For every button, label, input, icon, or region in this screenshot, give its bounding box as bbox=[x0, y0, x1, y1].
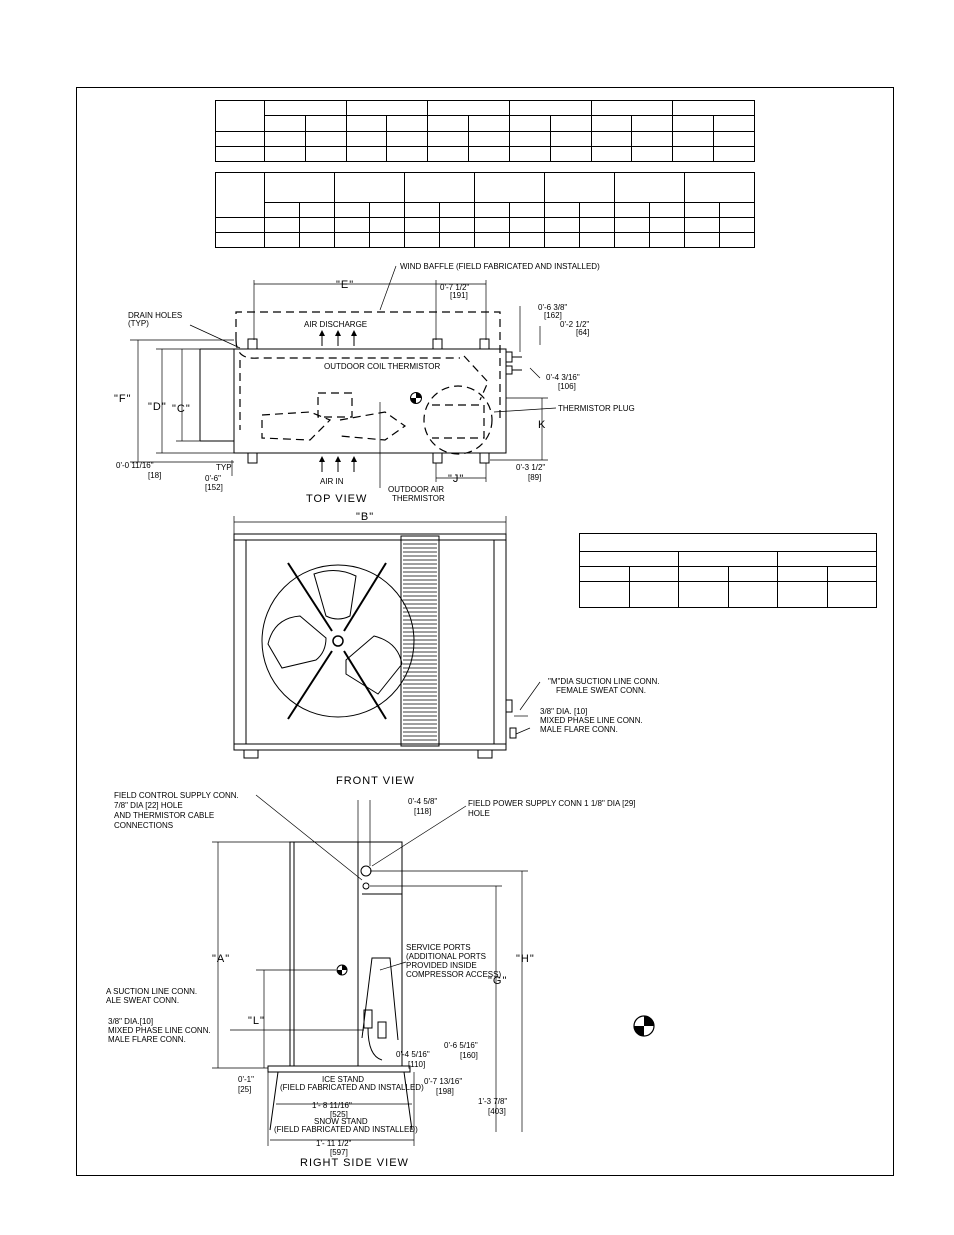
dim-label: 0'-7 13/16" bbox=[424, 1077, 462, 1086]
dim-L-label: "L" bbox=[248, 1015, 265, 1027]
dim-label: 1'-3 7/8" bbox=[478, 1097, 507, 1106]
dim-label-metric: [160] bbox=[460, 1051, 478, 1060]
dim-label: 0'-4 5/8" bbox=[408, 797, 437, 806]
dimension-table-1 bbox=[215, 100, 755, 162]
dim-label: 0'-3 1/2" bbox=[516, 463, 545, 472]
dim-label: 0'-2 1/2" bbox=[560, 320, 589, 329]
dim-label: 0'-7 1/2" bbox=[440, 283, 469, 292]
top-view-title: TOP VIEW bbox=[306, 493, 367, 505]
dim-label-metric: [525] bbox=[330, 1110, 348, 1119]
dim-H-label: "H" bbox=[516, 953, 535, 965]
dim-A-label: "A" bbox=[212, 953, 230, 965]
dim-label-metric: [403] bbox=[488, 1107, 506, 1116]
top-view-fan bbox=[423, 385, 493, 455]
air-discharge-label: AIR DISCHARGE bbox=[304, 320, 367, 329]
outdoor-air-thermistor-label: OUTDOOR AIR bbox=[388, 485, 444, 494]
dim-label: 0'-4 5/16" bbox=[396, 1050, 430, 1059]
dim-label-metric: [597] bbox=[330, 1148, 348, 1157]
drain-holes-label: DRAIN HOLES bbox=[128, 311, 182, 320]
air-in-arrows bbox=[319, 456, 357, 472]
liquid-conn-label: MIXED PHASE LINE CONN. bbox=[540, 716, 643, 725]
dim-label-metric: [118] bbox=[414, 807, 431, 816]
dim-C-label: "C" bbox=[172, 403, 191, 415]
dim-label: 0'-6 3/8" bbox=[538, 303, 567, 312]
dim-label-metric: [191] bbox=[450, 291, 468, 300]
dim-label: 0'-6 5/16" bbox=[444, 1041, 478, 1050]
side-view-title: RIGHT SIDE VIEW bbox=[300, 1157, 409, 1169]
service-ports-label: PROVIDED INSIDE bbox=[406, 961, 477, 970]
wind-baffle-label: WIND BAFFLE (FIELD FABRICATED AND INSTAL… bbox=[400, 262, 600, 271]
dim-label-metric: [106] bbox=[558, 382, 576, 391]
dim-label: 0'-6" bbox=[205, 474, 221, 483]
field-control-label: AND THERMISTOR CABLE bbox=[114, 811, 214, 820]
top-view bbox=[130, 265, 557, 488]
liquid-conn-label: MALE FLARE CONN. bbox=[540, 725, 618, 734]
front-view bbox=[233, 516, 541, 759]
air-discharge-arrows bbox=[319, 330, 357, 346]
typ-label: TYP bbox=[216, 463, 232, 472]
dim-label-metric: [89] bbox=[528, 473, 541, 482]
side-view-cabinet bbox=[289, 841, 403, 1067]
dim-J-label: "J" bbox=[448, 473, 464, 485]
field-power-label: FIELD POWER SUPPLY CONN 1 1/8" DIA [29] bbox=[468, 799, 636, 808]
snow-stand-label: SNOW STAND bbox=[314, 1117, 368, 1126]
suction-conn-label: "M"DIA SUCTION LINE CONN. bbox=[548, 677, 659, 686]
side-liquid-label: MIXED PHASE LINE CONN. bbox=[108, 1026, 211, 1035]
dimension-table-2 bbox=[215, 172, 755, 248]
dim-label: 1'- 8 11/16" bbox=[312, 1101, 352, 1110]
dim-K-label: K bbox=[538, 419, 546, 431]
drain-holes-typ: (TYP) bbox=[128, 319, 149, 328]
dim-label-metric: [198] bbox=[436, 1087, 454, 1096]
field-power-label: HOLE bbox=[468, 809, 490, 818]
dim-label: 0'-1" bbox=[238, 1075, 254, 1084]
liquid-conn-label: 3/8" DIA. [10] bbox=[540, 707, 587, 716]
fan-assembly bbox=[261, 562, 415, 720]
dim-label-metric: [18] bbox=[148, 471, 161, 480]
dim-label-metric: [64] bbox=[576, 328, 589, 337]
field-control-label: FIELD CONTROL SUPPLY CONN. bbox=[114, 791, 239, 800]
side-liquid-label: MALE FLARE CONN. bbox=[108, 1035, 186, 1044]
dim-F-label: "F" bbox=[114, 393, 132, 405]
service-ports-label: COMPRESSOR ACCESS) bbox=[406, 970, 501, 979]
service-ports-label: (ADDITIONAL PORTS bbox=[406, 952, 486, 961]
ice-stand-label: (FIELD FABRICATED AND INSTALLED) bbox=[280, 1083, 424, 1092]
snow-stand-label: (FIELD FABRICATED AND INSTALLED) bbox=[274, 1125, 418, 1134]
side-liquid-label: 3/8" DIA.[10] bbox=[108, 1017, 153, 1026]
outdoor-coil-thermistor-label: OUTDOOR COIL THERMISTOR bbox=[324, 362, 441, 371]
front-view-title: FRONT VIEW bbox=[336, 775, 415, 787]
dim-label: 1'- 11 1/2" bbox=[316, 1139, 352, 1148]
outdoor-air-thermistor-label: THERMISTOR bbox=[392, 494, 445, 503]
dim-B-label: "B" bbox=[356, 511, 374, 523]
dim-G-label: "G" bbox=[488, 975, 507, 987]
dim-label-metric: [152] bbox=[205, 483, 223, 492]
dim-label: 0'-0 11/16" bbox=[116, 461, 154, 470]
ice-stand-label: ICE STAND bbox=[322, 1075, 364, 1084]
field-control-label: CONNECTIONS bbox=[114, 821, 173, 830]
front-view-cabinet bbox=[233, 533, 507, 751]
center-of-gravity-symbol bbox=[633, 1015, 655, 1037]
right-side-view bbox=[212, 794, 528, 1146]
dim-D-label: "D" bbox=[148, 401, 167, 413]
dim-label-metric: [110] bbox=[408, 1060, 425, 1069]
top-view-cabinet bbox=[233, 348, 507, 454]
thermistor-plug-label: THERMISTOR PLUG bbox=[558, 404, 635, 413]
dim-label-metric: [162] bbox=[544, 311, 562, 320]
dim-label: 0'-4 3/16" bbox=[546, 373, 580, 382]
wind-baffle-outline bbox=[235, 311, 501, 420]
side-suction-label: A SUCTION LINE CONN. bbox=[106, 987, 197, 996]
field-control-label: 7/8" DIA [22] HOLE bbox=[114, 801, 183, 810]
dim-E-label: "E" bbox=[336, 279, 354, 291]
dim-label-metric: [25] bbox=[238, 1085, 251, 1094]
suction-conn-label: FEMALE SWEAT CONN. bbox=[556, 686, 646, 695]
air-in-label: AIR IN bbox=[320, 477, 344, 486]
service-ports-label: SERVICE PORTS bbox=[406, 943, 471, 952]
side-suction-label: ALE SWEAT CONN. bbox=[106, 996, 179, 1005]
clearance-table bbox=[579, 533, 877, 608]
drawing-frame bbox=[76, 87, 894, 1176]
coil-fins bbox=[400, 535, 440, 747]
